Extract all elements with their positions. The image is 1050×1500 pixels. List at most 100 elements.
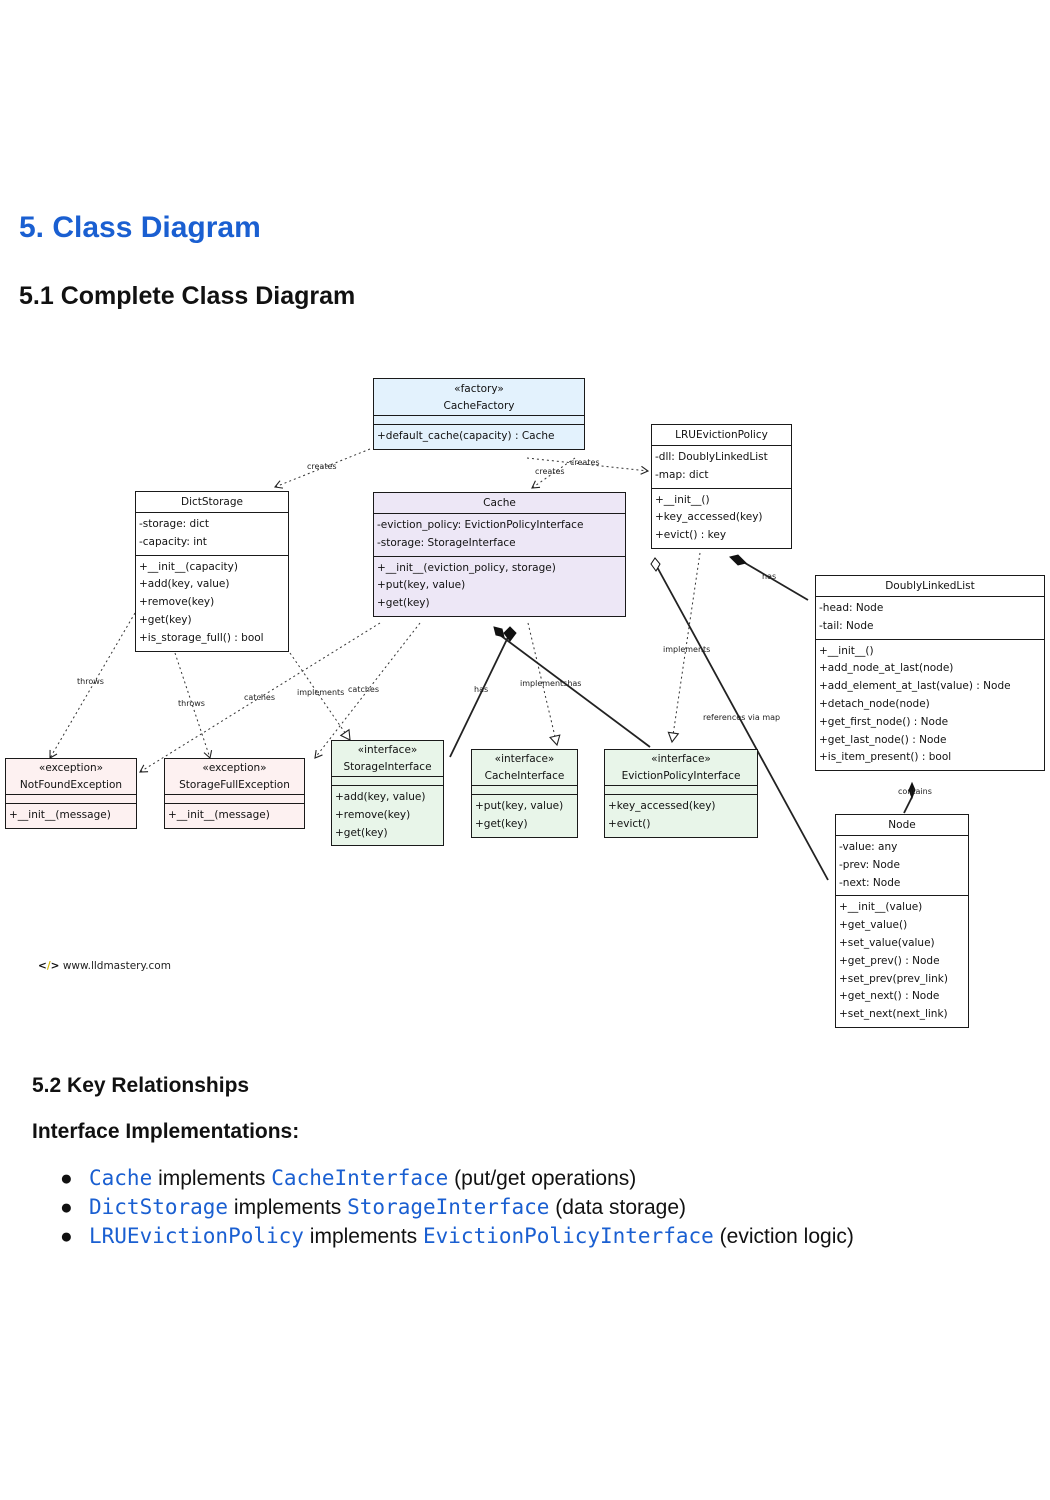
lru-method: +key_accessed(key) — [655, 511, 763, 524]
dll-method: +get_last_node() : Node — [819, 733, 947, 746]
dict-class-name: DictStorage — [181, 496, 243, 508]
section-title: 5. Class Diagram — [19, 211, 261, 244]
list-item: ●LRUEvictionPolicy implements EvictionPo… — [60, 1222, 880, 1251]
dll-method: +add_node_at_last(node) — [819, 662, 954, 675]
class-diagram: «factory» CacheFactory +default_cache(ca… — [0, 365, 1050, 1045]
throws-connector-2 — [174, 652, 213, 760]
creates-label: creates — [307, 462, 337, 471]
dict-storage-class: DictStorage -storage: dict -capacity: in… — [135, 491, 289, 652]
dll-method: +__init__() — [819, 644, 874, 657]
bullet-icon: ● — [60, 1196, 73, 1219]
logo-text: www.lldmastery.com — [62, 960, 171, 972]
implements-connector-3 — [667, 552, 701, 744]
verb: implements — [309, 1225, 418, 1248]
diagram-connectors — [49, 448, 916, 881]
throws-label: throws — [77, 677, 104, 686]
creates-connector-2 — [531, 457, 576, 489]
catches-label: catches — [348, 685, 379, 694]
node-field: -next: Node — [839, 876, 901, 889]
interface-name: StorageInterface — [347, 1195, 550, 1219]
dll-method: +get_first_node() : Node — [819, 715, 949, 728]
nf-stereotype: «exception» — [38, 762, 104, 774]
ei-class-name: EvictionPolicyInterface — [621, 770, 741, 782]
interface-name: CacheInterface — [271, 1166, 449, 1190]
cache-to-ei-connector — [499, 634, 651, 748]
cache-class: Cache -eviction_policy: EvictionPolicyIn… — [373, 492, 626, 617]
code-icon: </> — [38, 960, 60, 972]
eviction-policy-interface-class: «interface» EvictionPolicyInterface +key… — [604, 749, 758, 838]
node-field: -prev: Node — [839, 858, 900, 871]
dll-method: +add_element_at_last(value) : Node — [819, 680, 1011, 693]
cache-interface-class: «interface» CacheInterface +put(key, val… — [471, 749, 578, 838]
dll-field: -tail: Node — [819, 619, 874, 632]
throws-connector-1 — [49, 612, 136, 759]
si-class-name: StorageInterface — [343, 761, 432, 773]
contains-label: contains — [898, 787, 932, 796]
factory-stereotype: «factory» — [454, 383, 504, 395]
node-method: +get_value() — [839, 919, 908, 932]
node-method: +get_next() : Node — [839, 990, 940, 1003]
si-method: +add(key, value) — [335, 791, 426, 803]
dll-method: +detach_node(node) — [819, 697, 930, 710]
factory-method: +default_cache(capacity) : Cache — [377, 430, 555, 442]
has-label: has — [474, 685, 489, 694]
dict-method: +remove(key) — [139, 596, 215, 609]
class-name: Cache — [89, 1166, 153, 1190]
dict-method: +__init__(capacity) — [139, 560, 238, 573]
ci-stereotype: «interface» — [494, 753, 555, 765]
ei-method: +evict() — [608, 817, 651, 830]
lru-field: -dll: DoublyLinkedList — [655, 451, 768, 463]
bullet-icon: ● — [60, 1167, 73, 1190]
creates-connector-3 — [526, 457, 650, 475]
storage-full-exception-class: «exception» StorageFullException +__init… — [164, 758, 305, 829]
relationships-title: 5.2 Key Relationships — [32, 1074, 250, 1097]
factory-class-name: CacheFactory — [443, 400, 515, 412]
references-via-map-label: references via map — [703, 713, 781, 722]
has-label: has — [762, 572, 777, 581]
storage-interface-class: «interface» StorageInterface +add(key, v… — [331, 740, 444, 847]
implementations-list: ●Cache implements CacheInterface (put/ge… — [60, 1164, 880, 1251]
lru-method: +__init__() — [655, 493, 710, 506]
dict-method: +is_storage_full() : bool — [139, 631, 264, 644]
si-method: +remove(key) — [335, 808, 411, 821]
dll-field: -head: Node — [819, 602, 884, 614]
lru-field: -map: dict — [655, 468, 709, 481]
node-method: +__init__(value) — [839, 901, 923, 914]
node-method: +set_next(next_link) — [839, 1008, 948, 1021]
doubly-linked-list-class: DoublyLinkedList -head: Node -tail: Node… — [815, 575, 1045, 772]
has-connector-1 — [744, 562, 809, 601]
has-diamond-3 — [493, 626, 505, 638]
creates-label: creates — [535, 467, 565, 476]
sf-method: +__init__(message) — [168, 809, 270, 821]
catches-label: catches — [244, 693, 275, 702]
list-item: ●Cache implements CacheInterface (put/ge… — [60, 1164, 880, 1193]
node-method: +get_prev() : Node — [839, 954, 940, 967]
list-item: ●DictStorage implements StorageInterface… — [60, 1193, 880, 1222]
cache-class-name: Cache — [483, 497, 516, 509]
catches-connector-2 — [314, 622, 421, 759]
throws-label: throws — [178, 699, 205, 708]
sf-stereotype: «exception» — [202, 762, 267, 774]
dict-field: -capacity: int — [139, 535, 207, 548]
dict-method: +add(key, value) — [139, 578, 230, 591]
ci-method: +put(key, value) — [475, 800, 564, 812]
dict-method: +get(key) — [139, 613, 192, 626]
node-method: +set_prev(prev_link) — [839, 972, 948, 985]
verb: implements — [233, 1196, 342, 1219]
note: (data storage) — [555, 1196, 687, 1219]
ci-method: +get(key) — [475, 817, 528, 830]
cache-field: -storage: StorageInterface — [377, 536, 516, 549]
has-diamond-2 — [503, 626, 517, 642]
ei-method: +key_accessed(key) — [608, 800, 716, 812]
node-method: +set_value(value) — [839, 936, 935, 949]
bullet-icon: ● — [60, 1225, 73, 1248]
references-connector — [655, 564, 829, 881]
has-connector-2 — [449, 632, 511, 758]
cache-method: +__init__(eviction_policy, storage) — [377, 561, 556, 574]
ei-stereotype: «interface» — [651, 753, 711, 765]
interface-name: EvictionPolicyInterface — [423, 1224, 714, 1248]
sf-class-name: StorageFullException — [179, 779, 290, 791]
ci-class-name: CacheInterface — [484, 770, 565, 782]
lru-eviction-policy-class: LRUEvictionPolicy -dll: DoublyLinkedList… — [651, 424, 792, 549]
catches-connector-1 — [139, 622, 381, 773]
